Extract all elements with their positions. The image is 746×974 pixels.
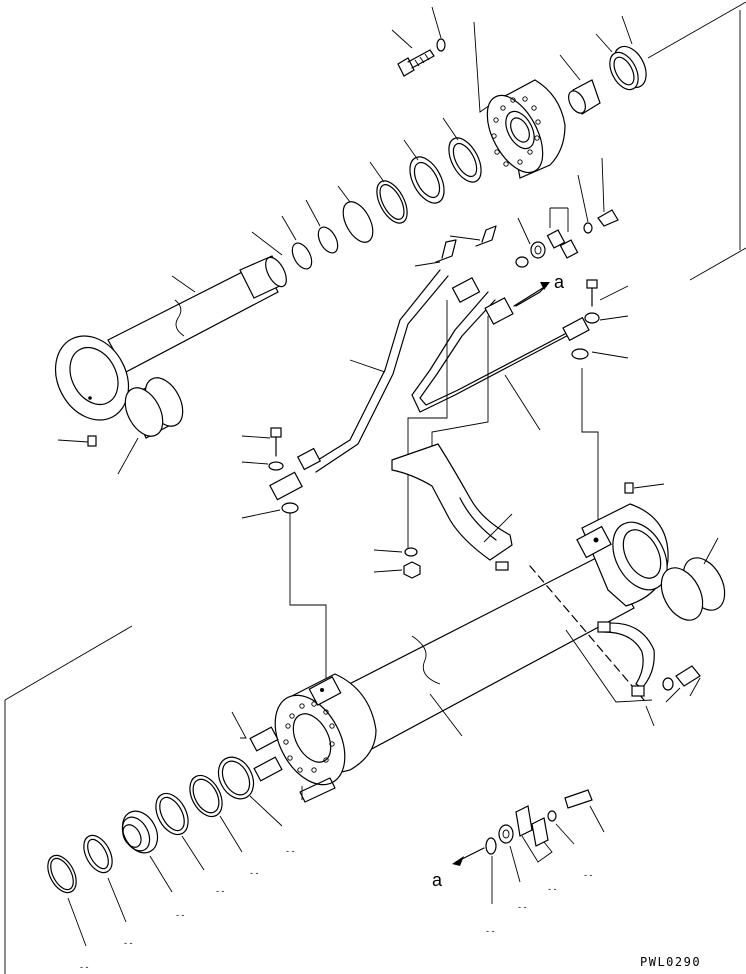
small-mark-1: - - [286, 846, 295, 856]
upper-misc-parts [515, 157, 619, 268]
band-clamp [565, 621, 701, 727]
washer-top [431, 6, 446, 52]
bushing-top [559, 54, 601, 115]
small-mark-2: - - [250, 868, 259, 878]
cylinder-head [486, 79, 566, 179]
pipe-left [296, 269, 449, 473]
u-bolts [414, 225, 497, 267]
pipe-right [411, 291, 583, 431]
ring-series-lower [47, 756, 283, 947]
bolt-clamp-right [584, 279, 629, 324]
dashed-leader [529, 565, 645, 701]
washer-nut-mid [373, 547, 421, 579]
grease-fitting-bottom [624, 482, 665, 494]
lower-clamps [231, 711, 336, 803]
clamp-right-end [562, 316, 629, 360]
small-mark-4: - - [176, 910, 185, 920]
ring-series-upper [281, 117, 482, 270]
small-mark-8: - - [548, 884, 557, 894]
bracket [391, 443, 513, 571]
small-mark-10: - - [486, 926, 495, 936]
clamp-blocks [451, 276, 547, 325]
bushing-rod [117, 377, 184, 475]
small-mark-3: - - [216, 886, 225, 896]
small-mark-5: - - [124, 938, 133, 948]
seal-top [595, 15, 647, 91]
view-label-a-lower: a [432, 870, 443, 890]
small-mark-9: - - [518, 902, 527, 912]
cylinder-head-flange [274, 673, 377, 786]
small-mark-7: - - [584, 870, 593, 880]
small-mark-6: - - [80, 962, 89, 972]
bottom-small-parts [485, 789, 605, 904]
grease-fitting-rod [57, 435, 97, 447]
view-arrow-lower [452, 847, 485, 866]
piston-rod [54, 231, 287, 421]
view-label-a-upper: a [554, 272, 565, 292]
bolt-top [391, 29, 435, 77]
bolt-mid-left [241, 427, 303, 519]
bushing-bottom [660, 537, 726, 621]
cylinder-bottom-eye [576, 503, 669, 607]
frame-lines [4, 1, 746, 974]
drawing-code: PWL0290 [640, 955, 701, 969]
view-arrow-upper [513, 282, 550, 307]
